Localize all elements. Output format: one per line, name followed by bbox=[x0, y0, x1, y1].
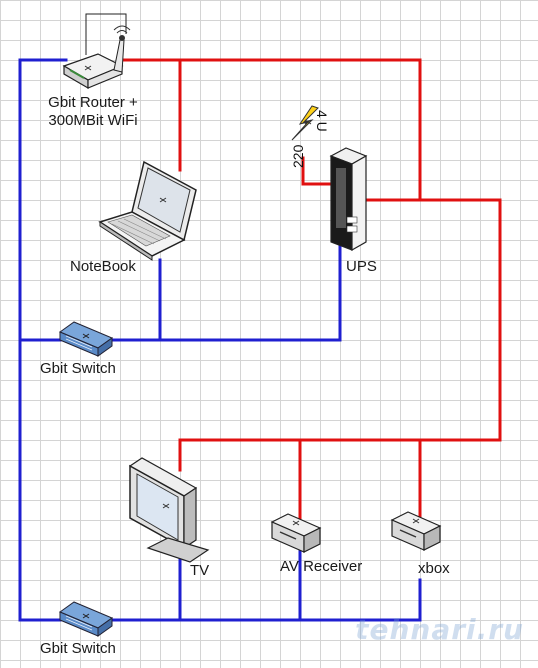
network-switch-icon bbox=[58, 601, 114, 637]
watermark-text: tehnari.ru bbox=[355, 613, 524, 646]
power-cables bbox=[120, 58, 502, 522]
network-cable-bottom-switch-right bbox=[108, 578, 422, 622]
ups-tower-icon bbox=[329, 147, 368, 252]
laptop-icon bbox=[98, 160, 197, 261]
network-cable-top-switch-right bbox=[108, 238, 342, 342]
network-switch-icon bbox=[58, 321, 114, 357]
ups-label: UPS bbox=[346, 258, 377, 275]
av-receiver-label: AV Receiver bbox=[280, 558, 363, 575]
router-antenna-wire bbox=[85, 13, 127, 55]
xbox-label: xbox bbox=[418, 560, 450, 577]
crt-monitor-icon bbox=[128, 457, 210, 563]
set-top-box-icon bbox=[270, 513, 322, 553]
router-label: Gbit Router + 300MBit WiFi bbox=[38, 94, 148, 130]
router-label-line1: Gbit Router + bbox=[48, 94, 138, 111]
switch-bottom-label: Gbit Switch bbox=[40, 640, 116, 657]
ups-rating-label: 4 U bbox=[314, 110, 330, 132]
wifi-router-icon bbox=[62, 25, 131, 90]
power-cable-mains bbox=[301, 156, 333, 186]
lightning-icon bbox=[291, 105, 319, 141]
power-cable-top bbox=[120, 58, 422, 202]
router-label-line2: 300MBit WiFi bbox=[48, 112, 138, 129]
power-cable-ups-out bbox=[178, 198, 502, 472]
switch-top-label: Gbit Switch bbox=[40, 360, 116, 377]
notebook-label: NoteBook bbox=[70, 258, 136, 275]
network-cables bbox=[18, 58, 422, 622]
power-mains-label: 220 bbox=[290, 144, 306, 168]
set-top-box-icon bbox=[390, 511, 442, 551]
tv-label: TV bbox=[190, 562, 210, 579]
